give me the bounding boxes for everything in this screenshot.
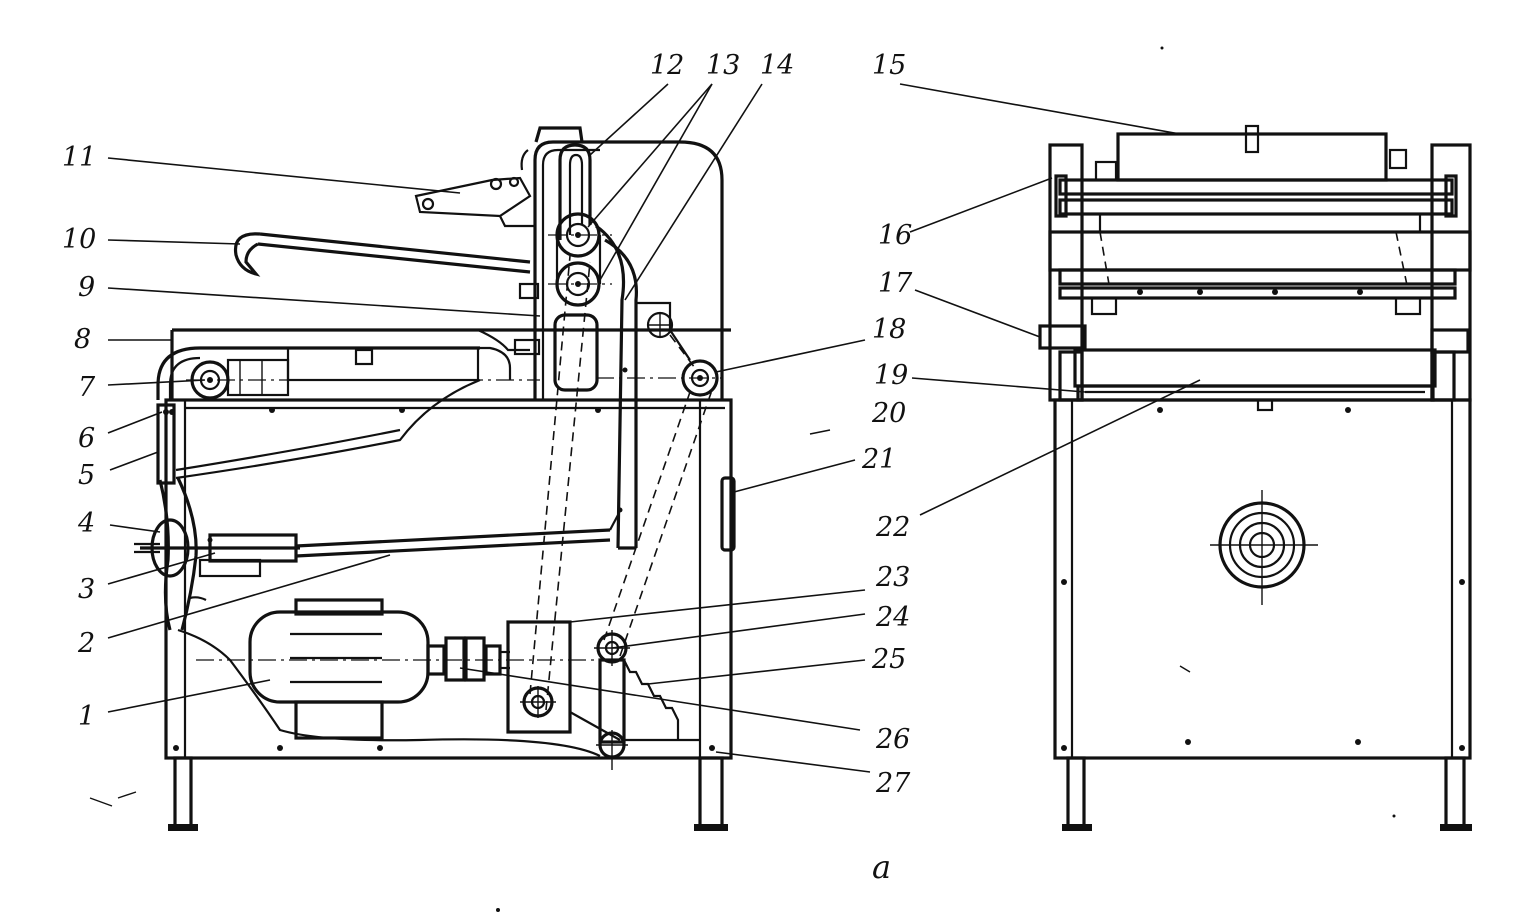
callout-22: 22 [875,512,910,543]
callout-5: 5 [78,460,95,491]
callout-10: 10 [62,224,96,255]
callout-24: 24 [875,602,910,633]
callout-labels: 1 2 3 4 5 6 7 8 9 10 11 12 13 14 15 16 1… [62,50,913,886]
callout-23: 23 [875,562,910,593]
callout-15: 15 [872,50,906,81]
callout-25: 25 [871,644,906,675]
callout-7: 7 [78,372,96,403]
gearbox [506,620,572,734]
scan-specks [89,46,1396,912]
callout-17: 17 [878,268,913,299]
side-view [134,126,736,831]
callout-1: 1 [78,701,95,732]
handwheel [134,477,619,631]
front-rollers [1054,174,1458,232]
front-target [1210,490,1318,605]
handle-lever [233,232,540,300]
callout-21: 21 [861,444,896,475]
callout-6: 6 [78,423,95,454]
callout-12: 12 [650,50,684,81]
callout-14: 14 [760,50,794,81]
roller-18 [596,359,722,397]
callout-11: 11 [62,142,96,173]
front-hopper [1094,124,1408,182]
callout-2: 2 [77,628,95,659]
callout-13: 13 [706,50,740,81]
conveyor [156,328,541,400]
side-button [720,476,736,552]
front-legs [1062,756,1472,831]
callout-18: 18 [872,314,906,345]
bracket-11 [414,176,536,228]
figure-caption: a [872,848,891,886]
leader-lines [107,83,1201,773]
front-view [1038,124,1472,831]
side-legs [168,756,728,831]
upper-housing [520,126,724,400]
cable-curve [177,628,601,757]
callout-16: 16 [878,220,912,251]
callout-9: 9 [78,272,95,303]
callout-4: 4 [77,508,95,539]
callout-26: 26 [875,724,910,755]
linkage [156,378,481,485]
callout-3: 3 [78,574,95,605]
callout-20: 20 [871,398,906,429]
callout-8: 8 [74,324,91,355]
front-crossbar [1048,230,1472,316]
callout-27: 27 [875,768,911,799]
front-table [1058,348,1456,412]
front-columns [1038,143,1472,402]
rollers [548,212,612,307]
callout-19: 19 [874,360,908,391]
